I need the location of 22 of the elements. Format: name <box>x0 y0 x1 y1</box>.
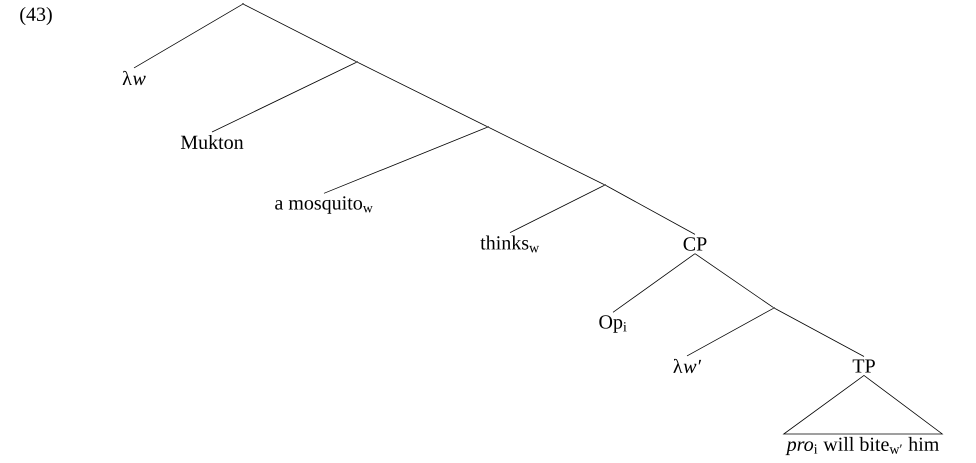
tree-branch <box>606 185 696 235</box>
tree-label: λw′ <box>673 358 702 374</box>
tree-branch <box>134 4 242 68</box>
tree-branch <box>212 62 356 132</box>
example-number: (43) <box>20 6 52 26</box>
tree-label: thinks$_{w}$ <box>480 236 540 252</box>
tree-label: CP <box>684 237 706 251</box>
tree-branch <box>244 4 356 62</box>
tree-branch <box>488 127 604 185</box>
tree-branch <box>694 253 774 308</box>
tree-label: Mukton <box>180 134 244 150</box>
tree-label: λw <box>122 70 146 86</box>
tree-label: a mosquito$_{w}$ <box>275 196 373 214</box>
tree-label: Op$_{i}$ <box>599 315 627 333</box>
tree-label: TP <box>852 359 875 373</box>
tree-branch <box>510 185 604 234</box>
tree-branch <box>324 127 488 194</box>
tree-label: pro$_{i}$ will bite$_{w′}$ him <box>786 436 940 456</box>
tree-branch <box>774 308 864 357</box>
tree-branch <box>686 308 774 356</box>
tree-branch <box>358 62 488 127</box>
tree-branch <box>612 253 696 313</box>
